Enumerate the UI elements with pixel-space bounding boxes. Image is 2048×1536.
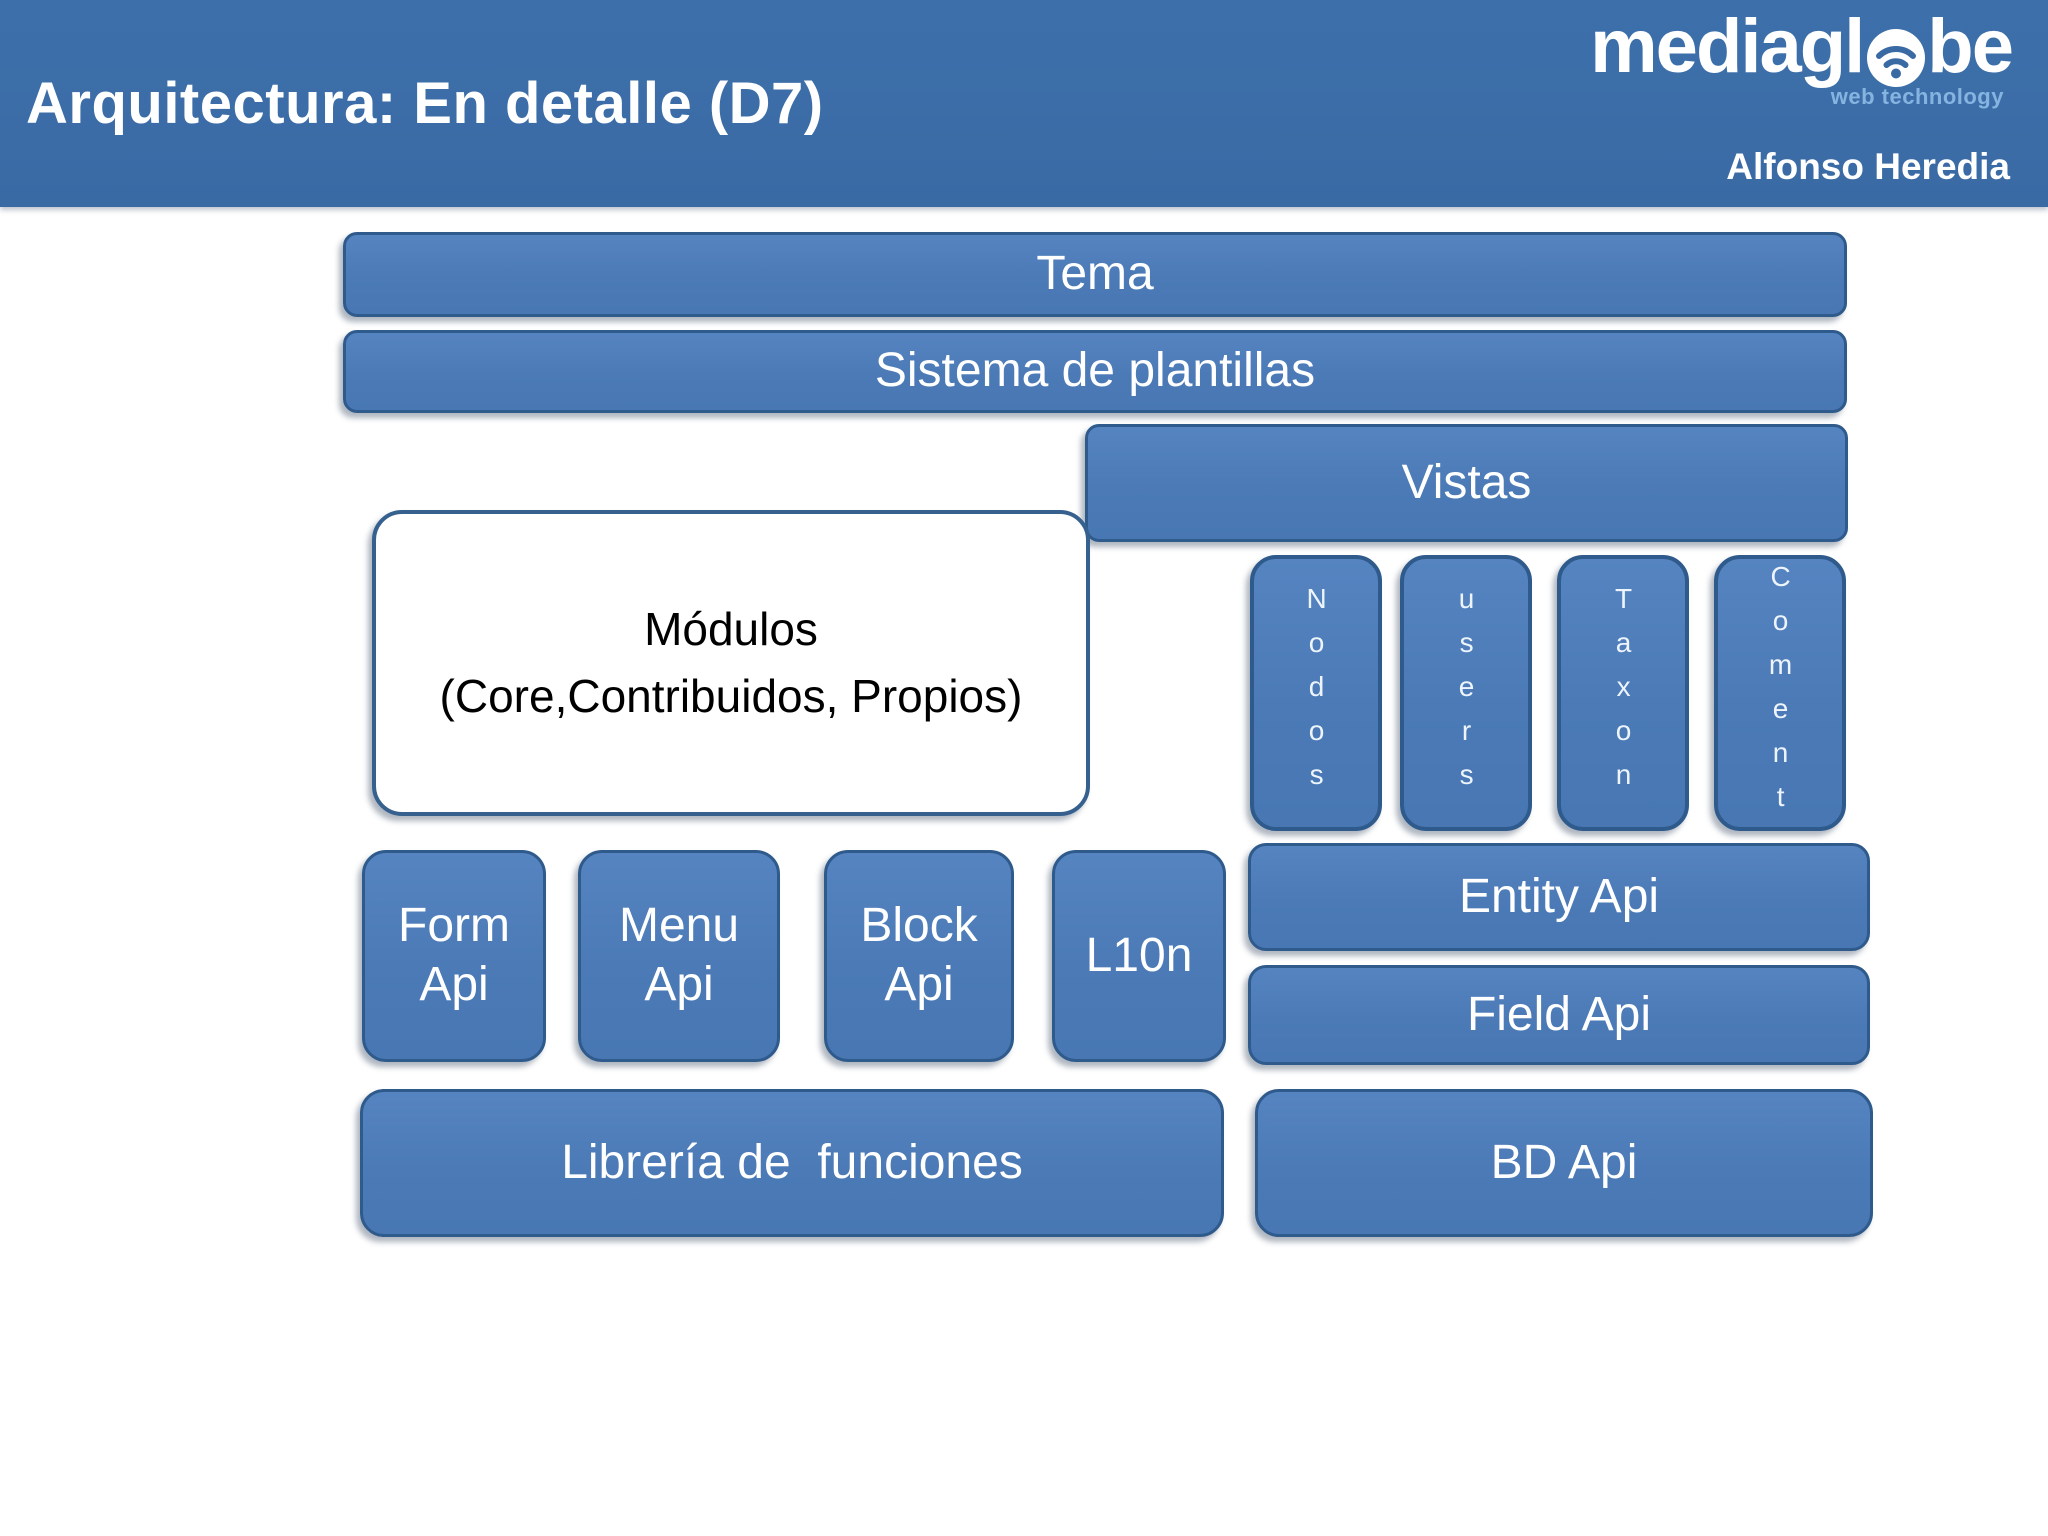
box-modulos: Módulos (Core,Contribuidos, Propios) bbox=[372, 510, 1090, 816]
box-form-api: Form Api bbox=[362, 850, 546, 1062]
logo-tagline: web technology bbox=[1830, 84, 2004, 109]
box-field-api-label: Field Api bbox=[1466, 987, 1652, 1041]
box-l10n: L10n bbox=[1052, 850, 1226, 1062]
pill-users-label: users bbox=[1451, 583, 1483, 803]
box-libreria-label: Librería de funciones bbox=[561, 1135, 1023, 1189]
box-modulos-line1: Módulos bbox=[644, 603, 818, 656]
box-bd-api: BD Api bbox=[1255, 1089, 1873, 1237]
pill-coment: Coment bbox=[1714, 555, 1846, 831]
box-tema: Tema bbox=[343, 232, 1847, 317]
box-modulos-line2: (Core,Contribuidos, Propios) bbox=[439, 670, 1023, 722]
mediaglobe-logo: mediagl be bbox=[1590, 3, 2014, 89]
pill-taxon: Taxon bbox=[1557, 555, 1689, 831]
box-tema-label: Tema bbox=[1036, 247, 1154, 301]
box-libreria-funciones: Librería de funciones bbox=[360, 1089, 1224, 1237]
box-sistema-label: Sistema de plantillas bbox=[874, 344, 1316, 398]
wifi-globe-icon bbox=[1866, 19, 1926, 87]
box-entity-api: Entity Api bbox=[1248, 843, 1870, 951]
box-block-api-label: Block Api bbox=[860, 899, 978, 1011]
pill-nodos: Nodos bbox=[1250, 555, 1382, 831]
box-entity-api-label: Entity Api bbox=[1458, 869, 1660, 923]
box-vistas: Vistas bbox=[1085, 424, 1848, 542]
page-title: Arquitectura: En detalle (D7) bbox=[26, 71, 824, 136]
box-block-api: Block Api bbox=[824, 850, 1014, 1062]
header-bar: Arquitectura: En detalle (D7) mediagl be… bbox=[0, 0, 2048, 207]
logo-text-suffix: be bbox=[1927, 3, 2014, 89]
pill-taxon-label: Taxon bbox=[1608, 583, 1640, 803]
box-menu-api: Menu Api bbox=[578, 850, 780, 1062]
box-l10n-label: L10n bbox=[1085, 928, 1193, 982]
box-vistas-label: Vistas bbox=[1401, 455, 1532, 509]
pill-users: users bbox=[1400, 555, 1532, 831]
box-field-api: Field Api bbox=[1248, 965, 1870, 1065]
box-sistema-plantillas: Sistema de plantillas bbox=[343, 330, 1847, 413]
pill-nodos-label: Nodos bbox=[1301, 583, 1333, 803]
author-name: Alfonso Heredia bbox=[1726, 146, 2010, 187]
box-bd-api-label: BD Api bbox=[1490, 1135, 1638, 1189]
pill-coment-label: Coment bbox=[1765, 561, 1797, 825]
box-form-api-label: Form Api bbox=[398, 899, 510, 1011]
box-menu-api-label: Menu Api bbox=[618, 899, 740, 1011]
logo-text-prefix: mediagl bbox=[1590, 3, 1865, 89]
